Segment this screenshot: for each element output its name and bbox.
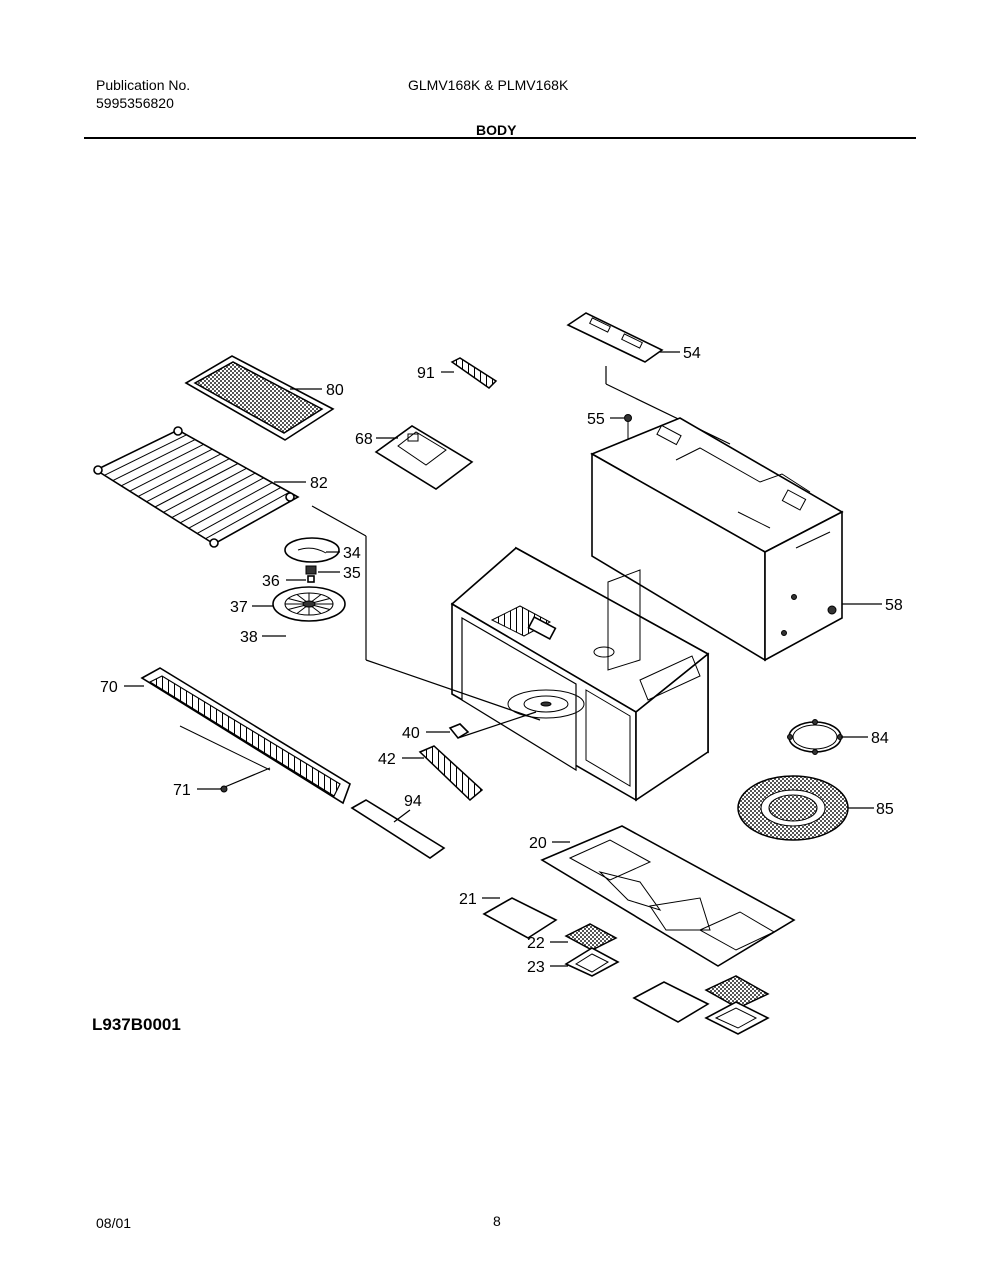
publication-label: Publication No. bbox=[96, 77, 191, 93]
part-58-outer-case bbox=[590, 417, 844, 662]
callout-71: 71 bbox=[173, 782, 191, 799]
callout-labels: 80 82 34 35 36 37 38 70 71 91 68 54 55 5… bbox=[100, 345, 903, 976]
part-85-glass-tray bbox=[737, 775, 849, 841]
part-54-top-bracket bbox=[566, 312, 731, 445]
part-94-label bbox=[350, 799, 446, 859]
publication-number: 5995356820 bbox=[96, 95, 174, 111]
part-84-roller-guide bbox=[787, 719, 843, 755]
callout-38: 38 bbox=[240, 629, 258, 646]
part-82-grill-rack bbox=[93, 426, 300, 548]
part-68-cover bbox=[374, 425, 474, 490]
callout-40: 40 bbox=[402, 725, 420, 742]
leader-lines bbox=[124, 351, 882, 967]
callout-35: 35 bbox=[343, 565, 361, 582]
callout-22: 22 bbox=[527, 935, 545, 952]
part-23-filter-holder bbox=[564, 947, 620, 977]
callout-55: 55 bbox=[587, 411, 605, 428]
callout-54: 54 bbox=[683, 345, 701, 362]
callout-82: 82 bbox=[310, 475, 328, 492]
callout-91: 91 bbox=[417, 365, 435, 382]
callout-58: 58 bbox=[885, 597, 903, 614]
callout-80: 80 bbox=[326, 382, 344, 399]
part-42-vent-grille bbox=[418, 745, 484, 802]
part-20-base-plate bbox=[540, 825, 796, 967]
callout-70: 70 bbox=[100, 679, 118, 696]
page-number: 8 bbox=[493, 1213, 501, 1229]
callout-34: 34 bbox=[343, 545, 361, 562]
part-21-filter-frame bbox=[482, 897, 558, 939]
callout-85: 85 bbox=[876, 801, 894, 818]
callout-21: 21 bbox=[459, 891, 477, 908]
part-35-36-shaft bbox=[305, 565, 317, 583]
part-70-vent-grille bbox=[140, 667, 351, 805]
model-numbers: GLMV168K & PLMV168K bbox=[408, 77, 569, 93]
filter-set-duplicate bbox=[632, 975, 770, 1035]
callout-20: 20 bbox=[529, 835, 547, 852]
header-rule bbox=[84, 137, 916, 139]
callout-37: 37 bbox=[230, 599, 248, 616]
part-91-vent-louver bbox=[450, 357, 498, 389]
callout-94: 94 bbox=[404, 793, 422, 810]
section-title: BODY bbox=[476, 122, 517, 138]
part-55-screw bbox=[624, 414, 632, 440]
callout-42: 42 bbox=[378, 751, 396, 768]
part-40-coupling bbox=[448, 711, 537, 740]
part-22-mesh-filter bbox=[564, 923, 618, 951]
part-71-screw bbox=[219, 767, 271, 793]
part-34-coupler-plate bbox=[284, 537, 340, 563]
part-80-charcoal-filter bbox=[184, 355, 335, 441]
callout-84: 84 bbox=[871, 730, 889, 747]
callout-68: 68 bbox=[355, 431, 373, 448]
callout-36: 36 bbox=[262, 573, 280, 590]
diagram-code: L937B0001 bbox=[92, 1015, 181, 1034]
part-37-roller-ring bbox=[272, 586, 346, 622]
footer-date: 08/01 bbox=[96, 1215, 132, 1231]
callout-23: 23 bbox=[527, 959, 545, 976]
oven-cavity-assembly bbox=[311, 505, 710, 802]
